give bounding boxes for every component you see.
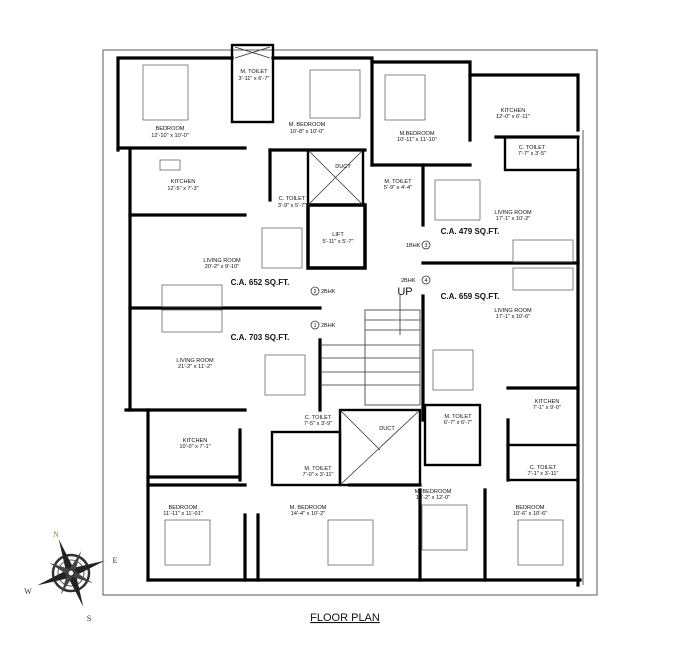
carpet-area-unit-1: C.A. 703 SQ.FT. — [231, 333, 290, 342]
room-name: DUCT — [379, 426, 395, 432]
room-name: M. TOILET — [240, 69, 268, 75]
room-name: M.BEDROOM — [399, 131, 434, 137]
room-size: 12'-10" x 10'-0" — [151, 133, 189, 139]
room-name: LIVING ROOM — [494, 308, 532, 314]
room-size: 17'-1" x 10'-2" — [496, 216, 530, 222]
room-size: 6'-7" x 6'-7" — [444, 420, 472, 426]
room-name: C. TOILET — [530, 465, 557, 471]
room-name: DUCT — [335, 164, 351, 170]
unit-type: 1BHK — [406, 243, 421, 249]
room-size: 10'-6" x 10'-6" — [513, 511, 547, 517]
compass-south: S — [87, 614, 91, 623]
room-name: LIVING ROOM — [203, 258, 241, 264]
room-name: KITCHEN — [535, 399, 560, 405]
room-name: BEDROOM — [156, 126, 185, 132]
stair-up-label: UP — [397, 286, 412, 298]
staircase[interactable] — [320, 295, 421, 406]
carpet-area-unit-3: C.A. 479 SQ.FT. — [441, 227, 500, 236]
compass-north: N — [53, 530, 59, 539]
room-name: LIVING ROOM — [176, 358, 214, 364]
unit-type: 2BHK — [321, 323, 336, 329]
room-size: 10'-0" x 7'-1" — [179, 444, 210, 450]
room-name: LIVING ROOM — [494, 210, 532, 216]
unit-type: 2BHK — [321, 289, 336, 295]
room-name: M. TOILET — [304, 466, 332, 472]
room-size: 3'-11" x 6'-7" — [239, 76, 270, 82]
room-size: 7'-1" x 3'-11" — [528, 471, 559, 477]
room-size: 11'-11" x 11'-01" — [163, 511, 202, 517]
room-name: C. TOILET — [305, 415, 332, 421]
room-size: 5'-9" x 4'-4" — [384, 185, 412, 191]
site-outline — [102, 49, 598, 596]
plan-title: FLOOR PLAN — [310, 612, 380, 624]
room-size: 12'-0" x 6'-11" — [496, 114, 530, 120]
room-labels: BEDROOM 12'-10" x 10'-0" M. TOILET 3'-11… — [151, 69, 561, 517]
room-size: 20'-2" x 9'-10" — [205, 264, 239, 270]
unit-number: 2 — [313, 289, 316, 295]
room-name: M. BEDROOM — [415, 489, 452, 495]
unit-labels: C.A. 652 SQ.FT. C.A. 703 SQ.FT. C.A. 479… — [231, 227, 500, 342]
room-size: 7'-0" x 3'-11" — [303, 472, 334, 478]
carpet-area-unit-4: C.A. 659 SQ.FT. — [441, 292, 500, 301]
room-name: M. BEDROOM — [289, 122, 326, 128]
room-name: KITCHEN — [171, 179, 196, 185]
unit-number: 1 — [313, 323, 316, 329]
compass-east: E — [113, 556, 118, 565]
duct-crosses — [234, 46, 421, 486]
room-name: LIFT — [332, 232, 344, 238]
carpet-area-unit-2: C.A. 652 SQ.FT. — [231, 278, 290, 287]
room-name: BEDROOM — [169, 505, 198, 511]
unit-number: 3 — [424, 243, 427, 249]
compass-west: W — [24, 587, 32, 596]
room-size: 7'-7" x 3'-5" — [518, 151, 546, 157]
unit-type: 2BHK — [401, 278, 416, 284]
room-size: 12'-5" x 7'-3" — [167, 186, 198, 192]
compass-rose-icon — [37, 539, 105, 607]
walls — [116, 43, 582, 587]
room-name: KITCHEN — [501, 108, 526, 114]
room-name: M. BEDROOM — [290, 505, 327, 511]
room-size: 5'-11" x 5'-7" — [323, 239, 354, 245]
room-size: 10'-2" x 12'-0" — [416, 495, 450, 501]
room-size: 3'-9" x 5'-7" — [278, 203, 306, 209]
room-size: 17'-1" x 10'-6" — [496, 314, 530, 320]
unit-number: 4 — [424, 278, 427, 284]
room-name: M. TOILET — [384, 179, 412, 185]
room-size: 21'-2" x 11'-2" — [178, 364, 212, 370]
room-size: 10'-8" x 10'-0" — [290, 129, 324, 135]
room-size: 10'-11" x 11'-10" — [397, 137, 437, 143]
room-size: 7'-5" x 3'-9" — [304, 421, 332, 427]
room-name: KITCHEN — [183, 438, 208, 444]
room-size: 7'-1" x 9'-0" — [533, 405, 561, 411]
room-name: BEDROOM — [516, 505, 545, 511]
room-name: M. TOILET — [444, 414, 472, 420]
furniture — [142, 64, 574, 566]
room-size: 14'-4" x 10'-2" — [291, 511, 325, 517]
room-name: C. TOILET — [279, 196, 306, 202]
room-name: C. TOILET — [519, 145, 546, 151]
